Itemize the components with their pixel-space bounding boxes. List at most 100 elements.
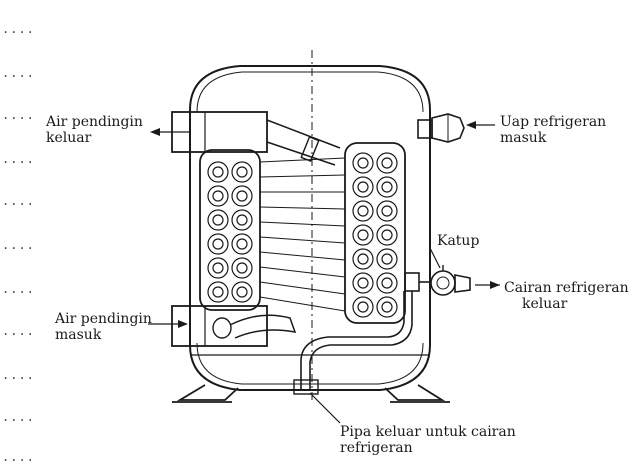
left-tube-1-1 bbox=[231, 185, 253, 207]
left-tube-core-1-0 bbox=[212, 190, 224, 202]
right-tube-1-1 bbox=[376, 176, 398, 198]
label-valve: Katup bbox=[437, 233, 479, 249]
right-tube-1-0 bbox=[352, 176, 374, 198]
right-tube-2-1 bbox=[376, 200, 398, 222]
margin-mark-7: .... bbox=[2, 324, 35, 338]
lower-crossover-pipe bbox=[229, 314, 297, 339]
left-tube-2-0 bbox=[207, 209, 229, 231]
left-tube-core-4-1 bbox=[236, 262, 248, 274]
upper-crossover-pipe bbox=[266, 119, 341, 166]
left-tube-2-1 bbox=[231, 209, 253, 231]
right-tube-0-0 bbox=[352, 152, 374, 174]
left-tube-3-0 bbox=[207, 233, 229, 255]
condenser-shell bbox=[189, 65, 431, 391]
left-tube-core-4-0 bbox=[212, 262, 224, 274]
right-tube-core-2-1 bbox=[381, 205, 393, 217]
arrow-cooling-in bbox=[178, 320, 188, 328]
right-tube-2-0 bbox=[352, 200, 374, 222]
left-tube-core-1-1 bbox=[236, 190, 248, 202]
right-tube-bundle bbox=[344, 142, 406, 324]
label-cooling-water-out-line2: keluar bbox=[46, 130, 92, 146]
left-tube-core-0-0 bbox=[212, 166, 224, 178]
right-tube-3-0 bbox=[352, 224, 374, 246]
left-tube-4-0 bbox=[207, 257, 229, 279]
label-liquid-out: Cairan refrigeran keluar bbox=[504, 280, 629, 312]
label-cooling-water-in-line1: Air pendingin bbox=[55, 311, 152, 327]
label-cooling-water-out: Air pendingin keluar bbox=[46, 114, 143, 146]
right-tube-0-1 bbox=[376, 152, 398, 174]
right-tube-core-5-1 bbox=[381, 277, 393, 289]
liquid-outlet-pipe bbox=[309, 291, 413, 390]
left-tube-core-5-1 bbox=[236, 286, 248, 298]
arrow-cooling-out bbox=[150, 128, 160, 136]
liquid-outlet-fitting bbox=[430, 270, 456, 296]
label-liquid-pipe-out: Pipa keluar untuk cairan refrigeran bbox=[340, 424, 516, 456]
right-tube-5-1 bbox=[376, 272, 398, 294]
right-tube-5-0 bbox=[352, 272, 374, 294]
label-vapor-in-line2: masuk bbox=[500, 130, 547, 146]
right-tube-3-1 bbox=[376, 224, 398, 246]
margin-mark-6: .... bbox=[2, 282, 35, 296]
lower-water-header bbox=[171, 305, 268, 347]
right-tube-core-6-0 bbox=[357, 301, 369, 313]
label-liquid-pipe-out-line2: refrigeran bbox=[340, 440, 413, 456]
leader-lines bbox=[148, 124, 500, 424]
label-valve-text: Katup bbox=[437, 233, 480, 249]
right-tube-4-1 bbox=[376, 248, 398, 270]
margin-mark-1: .... bbox=[2, 66, 35, 80]
right-tube-core-3-1 bbox=[381, 229, 393, 241]
arrow-vapor-in bbox=[466, 121, 476, 129]
label-cooling-water-in: Air pendingin masuk bbox=[55, 311, 152, 343]
left-tube-5-1 bbox=[231, 281, 253, 303]
margin-mark-0: .... bbox=[2, 22, 35, 36]
left-tube-bundle bbox=[199, 149, 261, 311]
margin-mark-10: .... bbox=[2, 450, 35, 464]
right-tube-core-0-1 bbox=[381, 157, 393, 169]
right-tube-core-4-1 bbox=[381, 253, 393, 265]
right-leg bbox=[384, 384, 446, 401]
valve-body bbox=[404, 272, 420, 292]
margin-mark-8: .... bbox=[2, 368, 35, 382]
label-liquid-out-line1: Cairan refrigeran bbox=[504, 280, 629, 296]
right-tube-core-3-0 bbox=[357, 229, 369, 241]
right-tube-4-0 bbox=[352, 248, 374, 270]
right-tube-core-6-1 bbox=[381, 301, 393, 313]
right-tube-core-4-0 bbox=[357, 253, 369, 265]
left-tube-3-1 bbox=[231, 233, 253, 255]
margin-mark-4: .... bbox=[2, 194, 35, 208]
right-tube-core-0-0 bbox=[357, 157, 369, 169]
label-liquid-pipe-out-line1: Pipa keluar untuk cairan bbox=[340, 424, 516, 440]
label-cooling-water-in-line2: masuk bbox=[55, 327, 102, 343]
left-tube-0-1 bbox=[231, 161, 253, 183]
left-tube-core-3-0 bbox=[212, 238, 224, 250]
left-tube-core-2-1 bbox=[236, 214, 248, 226]
margin-mark-3: .... bbox=[2, 152, 35, 166]
left-tube-core-3-1 bbox=[236, 238, 248, 250]
left-tube-core-2-0 bbox=[212, 214, 224, 226]
arrow-liquid-out bbox=[490, 281, 500, 289]
left-tube-4-1 bbox=[231, 257, 253, 279]
left-leg bbox=[176, 384, 239, 401]
label-cooling-water-out-line1: Air pendingin bbox=[46, 114, 143, 130]
left-tube-core-0-1 bbox=[236, 166, 248, 178]
left-tube-core-5-0 bbox=[212, 286, 224, 298]
left-tube-0-0 bbox=[207, 161, 229, 183]
tube-circles bbox=[207, 152, 398, 318]
right-tube-core-5-0 bbox=[357, 277, 369, 289]
left-tube-1-0 bbox=[207, 185, 229, 207]
right-tube-6-1 bbox=[376, 296, 398, 318]
shell-inner-line bbox=[196, 71, 424, 113]
label-vapor-in: Uap refrigeran masuk bbox=[500, 114, 606, 146]
right-tube-6-0 bbox=[352, 296, 374, 318]
right-tube-core-1-0 bbox=[357, 181, 369, 193]
label-vapor-in-line1: Uap refrigeran bbox=[500, 114, 607, 130]
right-tube-core-2-0 bbox=[357, 205, 369, 217]
left-tube-5-0 bbox=[207, 281, 229, 303]
label-liquid-out-line2: keluar bbox=[522, 296, 568, 312]
right-tube-core-1-1 bbox=[381, 181, 393, 193]
margin-mark-9: .... bbox=[2, 410, 35, 424]
tube-lines bbox=[259, 157, 346, 312]
margin-mark-5: .... bbox=[2, 238, 35, 252]
margin-mark-2: .... bbox=[2, 108, 35, 122]
